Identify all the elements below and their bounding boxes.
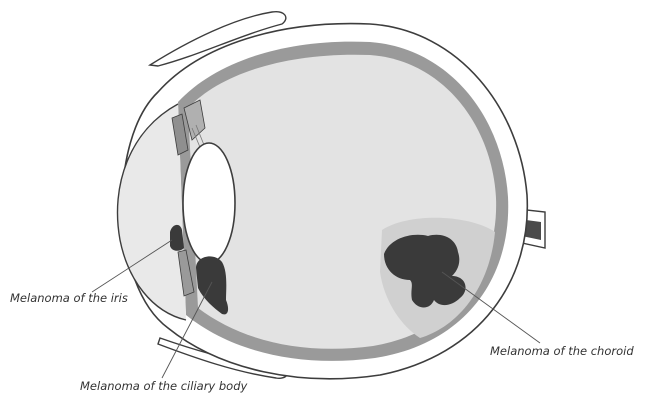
- label-ciliary-body-melanoma: Melanoma of the ciliary body: [80, 379, 248, 393]
- label-choroid-melanoma: Melanoma of the choroid: [490, 344, 634, 358]
- label-iris-melanoma: Melanoma of the iris: [10, 291, 128, 305]
- lens: [183, 143, 235, 263]
